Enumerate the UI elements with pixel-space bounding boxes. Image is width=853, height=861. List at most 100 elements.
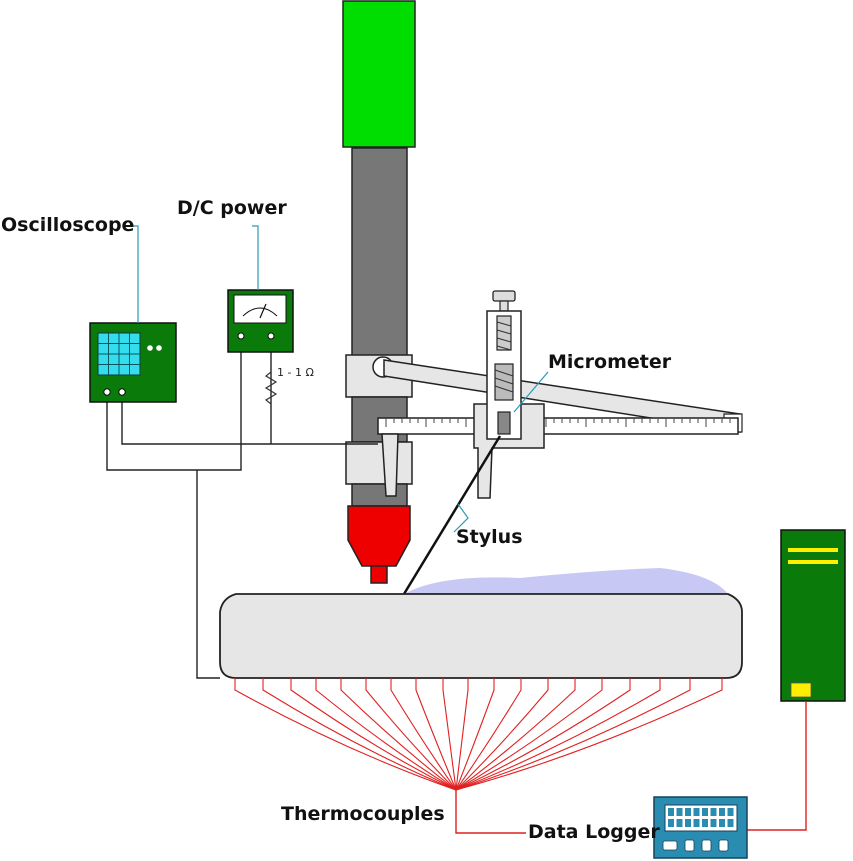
thermocouple-wire	[455, 678, 631, 791]
keypad-key	[693, 819, 700, 827]
oscilloscope-terminal-1	[103, 388, 111, 396]
oscilloscope-to-plate-wire	[106, 345, 242, 471]
oscilloscope-terminal-2	[118, 388, 126, 396]
dc-power-terminal-1	[237, 332, 245, 340]
logger-button-4	[718, 839, 729, 852]
micrometer-anvil	[497, 411, 511, 435]
thermocouple-wire	[262, 678, 457, 791]
welding-torch	[342, 0, 416, 584]
oscilloscope-knob-1	[147, 345, 153, 351]
thermocouple-wire	[455, 678, 723, 791]
nozzle-tip	[370, 565, 388, 584]
oscilloscope-label: Oscilloscope	[1, 214, 134, 236]
thermocouple-wire	[455, 678, 691, 791]
thermocouple-wire	[455, 678, 549, 791]
torch-top-section	[342, 0, 416, 148]
module-stripe-1	[788, 548, 838, 552]
stylus-leader	[453, 503, 469, 533]
keypad-key	[710, 819, 717, 827]
thermocouple-module	[780, 529, 846, 702]
oscilloscope-grid	[98, 333, 140, 375]
logger-button-3	[701, 839, 712, 852]
plate-ground-wire	[196, 470, 220, 679]
keypad-key	[676, 819, 683, 827]
keypad-key	[702, 819, 708, 827]
micrometer-knob	[492, 290, 516, 302]
thermocouple-wire	[455, 678, 495, 791]
scale-bar	[377, 417, 739, 435]
dc-power-terminal-2	[267, 332, 275, 340]
data-logger-keys	[668, 808, 734, 827]
keypad-key	[668, 808, 674, 816]
oscilloscope-to-scale-wire	[121, 392, 378, 445]
thermocouple-wire	[455, 678, 576, 791]
thermocouple-wire	[442, 678, 457, 791]
meter-dial-arc	[242, 307, 278, 317]
stylus-rod	[402, 435, 502, 595]
oscilloscope-instrument	[89, 322, 177, 403]
torch-clamp-lower	[345, 441, 413, 485]
thermocouple-wire	[390, 678, 457, 791]
thermocouple-wire	[365, 678, 457, 791]
dc-power-meter	[233, 294, 287, 324]
micrometer-barrel	[494, 363, 514, 401]
oscilloscope-leader	[128, 225, 139, 323]
weld-bead	[404, 568, 728, 594]
micrometer-instrument	[486, 290, 522, 440]
module-body	[780, 529, 846, 702]
keypad-key	[702, 808, 708, 816]
caliper-left-jaw	[381, 433, 399, 497]
dc-power-label: D/C power	[177, 197, 287, 219]
keypad-key	[719, 819, 725, 827]
keypad-key	[693, 808, 700, 816]
data-logger-device	[653, 796, 748, 859]
oscilloscope-knob-2	[156, 345, 162, 351]
thermocouple-wire	[455, 678, 603, 791]
keypad-key	[668, 819, 674, 827]
thermocouples-label: Thermocouples	[281, 803, 445, 825]
keypad-key	[710, 808, 717, 816]
workpiece-plate	[219, 568, 743, 679]
module-port	[790, 682, 812, 698]
torch-nozzle	[347, 505, 411, 567]
signal-wiring	[106, 345, 378, 679]
resistor-symbol	[264, 371, 278, 405]
micrometer-leader	[513, 371, 549, 413]
keypad-key	[685, 819, 691, 827]
thermocouple-wires	[234, 678, 723, 791]
resistor-label: 1 - 1 Ω	[277, 366, 314, 379]
thermocouple-wire	[290, 678, 457, 791]
keypad-key	[719, 808, 725, 816]
plate-body	[219, 593, 743, 679]
module-to-logger-wire	[747, 701, 807, 831]
micrometer-spindle-top	[499, 300, 509, 312]
micrometer-label: Micrometer	[548, 351, 672, 373]
data-logger-keypad	[664, 804, 738, 832]
keypad-key	[676, 808, 683, 816]
label-leaders	[128, 225, 549, 533]
thermocouple-bundle-to-logger	[455, 790, 526, 834]
thermocouple-wire	[315, 678, 457, 791]
torch-body	[351, 147, 408, 359]
meter-needle	[259, 303, 267, 319]
keypad-key	[727, 808, 734, 816]
dc-power-instrument	[227, 289, 294, 353]
thermocouple-wire	[455, 678, 661, 791]
micrometer-knurl	[494, 369, 514, 393]
dc-power-leader	[252, 225, 259, 290]
keypad-key	[727, 819, 734, 827]
graduated-scale	[377, 417, 739, 435]
stylus-label: Stylus	[456, 526, 523, 548]
thermocouple-wire	[455, 678, 522, 791]
logger-button-2	[684, 839, 695, 852]
data-logger-label: Data Logger	[528, 821, 660, 843]
logger-button-1	[662, 840, 678, 851]
thermocouple-wire	[455, 678, 469, 791]
thermocouple-wire	[415, 678, 457, 791]
thermocouple-wire	[340, 678, 457, 791]
keypad-key	[685, 808, 691, 816]
micrometer-thread	[496, 321, 512, 351]
torch-body-low	[351, 483, 408, 507]
module-stripe-2	[788, 560, 838, 564]
